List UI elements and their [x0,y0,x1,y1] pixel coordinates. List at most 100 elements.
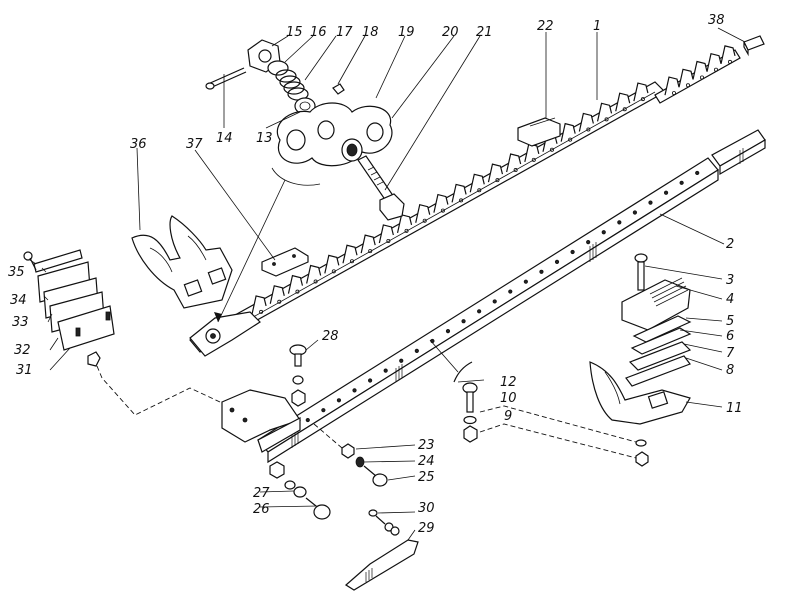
label-3: 3 [726,273,734,288]
label-9: 9 [504,409,512,424]
rivet-hole [459,198,464,203]
label-6: 6 [726,329,734,344]
rivet-hole [495,178,500,183]
label-38: 38 [708,13,725,28]
rivet-hole [672,91,677,96]
knife-section [578,112,594,132]
label-33: 33 [12,315,29,330]
knife-section [678,68,694,88]
finger-guard-assembly [589,253,692,425]
label-1: 1 [593,19,601,34]
rivet-hole [728,59,733,64]
label-4: 4 [726,292,734,307]
bar-hole [632,210,638,215]
bar-hole [321,408,326,413]
bar-hole [554,259,560,265]
label-13: 13 [256,131,273,146]
knife-section [506,153,522,173]
rivet-hole [349,259,354,264]
screw-set-28 [289,344,307,407]
label-12: 12 [500,375,517,390]
knife-section [433,193,449,213]
bar-hole [617,220,622,225]
label-5: 5 [726,314,734,329]
bar-hole [508,289,513,294]
knife-section [415,203,431,223]
rivet-hole [714,67,719,72]
wear-plate [261,247,309,277]
knife-bar [189,81,666,357]
finger-guard-double [131,215,233,309]
cotter-pin [205,67,247,90]
knife-section [615,92,631,112]
knife-section [306,264,322,284]
label-7: 7 [726,346,735,361]
knife-section [287,274,304,294]
label-29: 29 [418,521,435,536]
bar-hole [383,368,388,373]
rivet-hole [640,97,645,102]
label-20: 20 [442,25,459,40]
label-24: 24 [418,454,435,469]
bar-hole [305,417,310,423]
rivet-hole [331,269,336,274]
bar-hole [367,378,373,383]
knife-section [692,60,708,80]
bar-hole [679,180,684,185]
shoe-plate-stack [23,249,115,367]
knife-section [560,122,576,142]
rivet-hole [686,83,691,88]
rivet-hole [531,157,536,162]
label-37: 37 [186,137,203,152]
rivet-hole [550,147,555,152]
rivet-hole [477,188,482,193]
part-labels: 38 22 1 15 16 17 18 19 20 21 13 14 36 37… [8,13,743,536]
rivet-hole [604,117,609,122]
dashed-assembly-line [96,365,221,416]
knife-section [596,102,613,122]
label-18: 18 [362,25,379,40]
rivet-hole [295,289,300,294]
bar-hole [352,388,357,393]
rivet-hole [513,168,518,173]
knife-clip [517,117,561,147]
knife-section [487,163,504,183]
rivet-hole [700,75,705,80]
break-marker [429,339,473,383]
label-32: 32 [14,343,31,358]
finger-bar [221,129,766,464]
rivet-hole [313,279,318,284]
knife-section [378,224,394,244]
knife-section [451,183,467,203]
rivet-set-23-25 [313,423,388,487]
label-22: 22 [537,19,554,34]
bar-hole [663,190,669,195]
bar-hole [539,269,544,274]
knife-section [469,173,485,193]
label-10: 10 [500,391,517,406]
label-21: 21 [476,25,493,40]
label-17: 17 [336,25,353,40]
rivet-hole [277,299,282,304]
label-34: 34 [10,293,27,308]
knife-section [251,295,267,315]
knife-section [360,234,376,254]
bar-hole [461,319,466,324]
rivet-hole [404,228,409,233]
label-19: 19 [398,25,415,40]
rivet-hole [386,238,391,243]
label-30: 30 [418,501,435,516]
ledger-plate-29 [344,509,419,591]
label-27: 27 [253,486,270,501]
knife-head-drive [247,39,405,221]
label-35: 35 [8,265,25,280]
bar-hole [648,200,653,205]
bar-hole [414,348,419,353]
rivet-hole [586,127,591,132]
knife-sections [251,82,649,315]
bar-hole [445,328,451,334]
bar-hole [399,358,404,363]
bar-hole [523,279,528,284]
label-36: 36 [130,137,147,152]
